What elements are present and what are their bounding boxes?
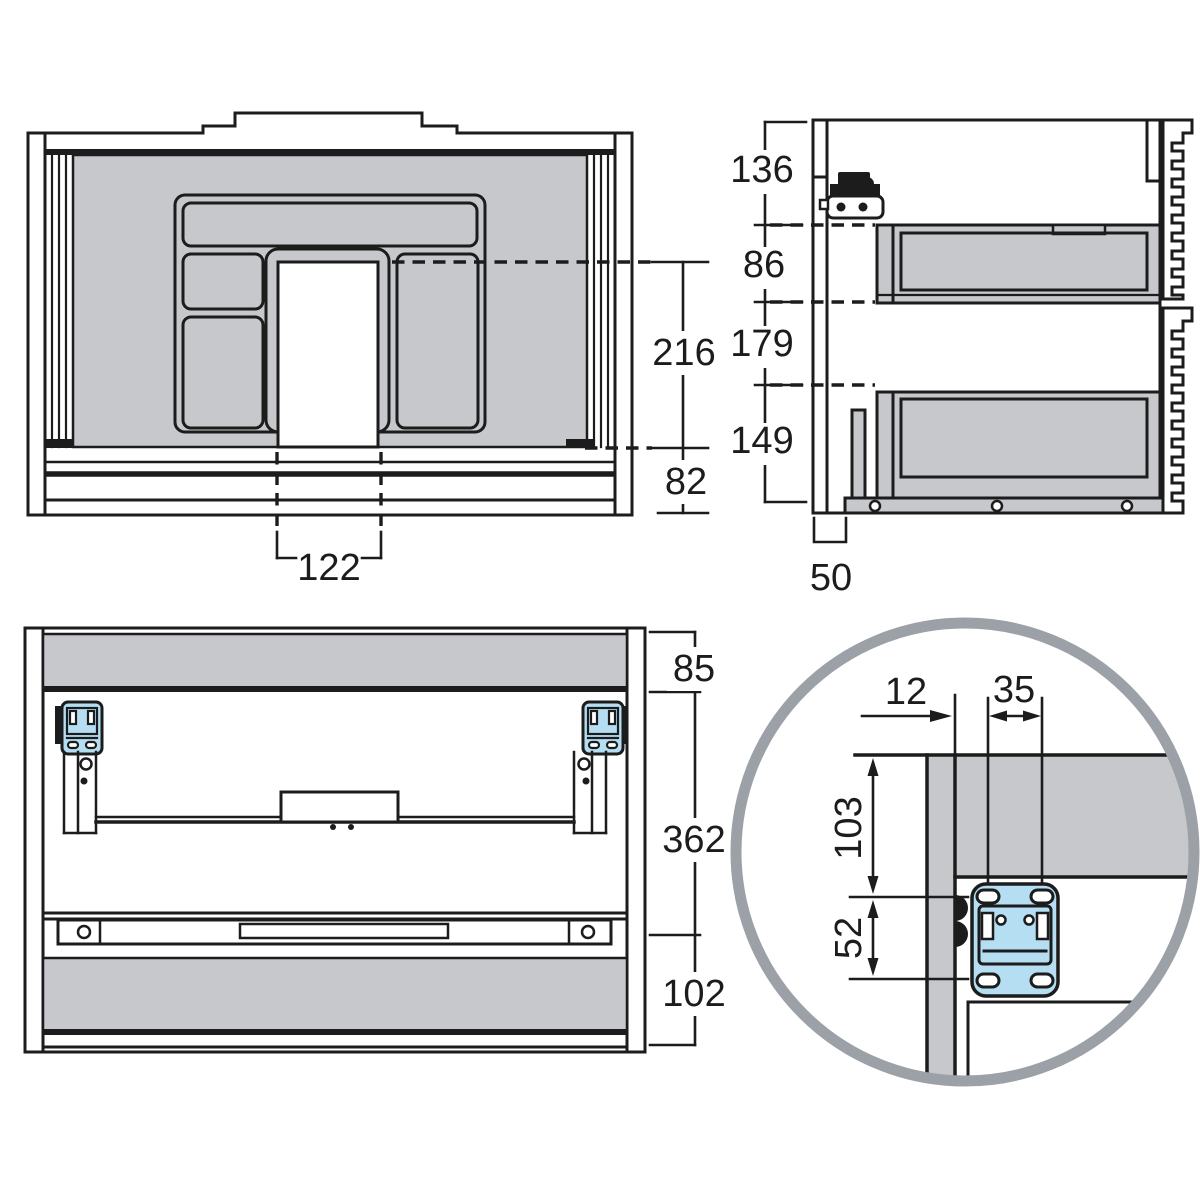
mounting-bracket-right: [581, 700, 627, 756]
lower-drawer-section: [850, 390, 1162, 505]
rear-dimensions: 85 362 102: [648, 630, 728, 1047]
top-panel-section: [955, 755, 1189, 877]
detail-circle: [730, 617, 1200, 1087]
front-view: 216 82 122: [26, 111, 716, 589]
dim-label-rear-top: 85: [673, 648, 715, 690]
mounting-bracket-detail: [970, 882, 1060, 998]
slide-rail-right: [572, 750, 608, 835]
front-notch: [1145, 118, 1162, 183]
dim-label-top-section: 136: [730, 149, 793, 191]
rear-view: 85 362 102: [23, 626, 728, 1054]
break-line-upper: [1161, 118, 1194, 301]
mounting-bracket-left: [55, 700, 104, 756]
dim-label-top-clearance: 103: [828, 796, 870, 859]
break-line-lower: [1161, 306, 1194, 515]
dim-label-middle-section: 179: [730, 323, 793, 365]
hanger-bracket: [818, 172, 885, 220]
dim-label-cutout-width: 122: [297, 547, 360, 589]
side-dimensions: 136 86 179 149 50: [730, 120, 875, 599]
front-dimensions: 216 82 122: [275, 260, 716, 589]
dim-label-rear-middle: 362: [662, 819, 725, 861]
dim-label-rear-bottom: 102: [662, 973, 725, 1015]
dim-label-base-height: 82: [665, 461, 707, 503]
dim-label-lower-drawer: 149: [730, 420, 793, 462]
upper-drawer-section: [875, 223, 1162, 305]
dim-label-hole-pitch-h: 35: [993, 669, 1035, 711]
rear-center-tab: [279, 790, 400, 824]
dim-label-edge-offset: 12: [885, 671, 927, 713]
side-back-panel: [811, 118, 829, 515]
detail-view: 12 35 103 52: [730, 617, 1200, 1087]
dim-label-hole-pitch-v: 52: [828, 917, 870, 959]
dim-label-cutout-height: 216: [652, 332, 715, 374]
lower-rail: [56, 918, 613, 946]
dim-label-base-depth: 50: [810, 557, 852, 599]
handle-cutout: [276, 260, 380, 449]
bottom-rail: [843, 496, 1165, 515]
dim-label-upper-drawer: 86: [743, 244, 785, 286]
side-view: 136 86 179 149 50: [730, 118, 1194, 599]
slide-rail-left: [62, 750, 98, 835]
